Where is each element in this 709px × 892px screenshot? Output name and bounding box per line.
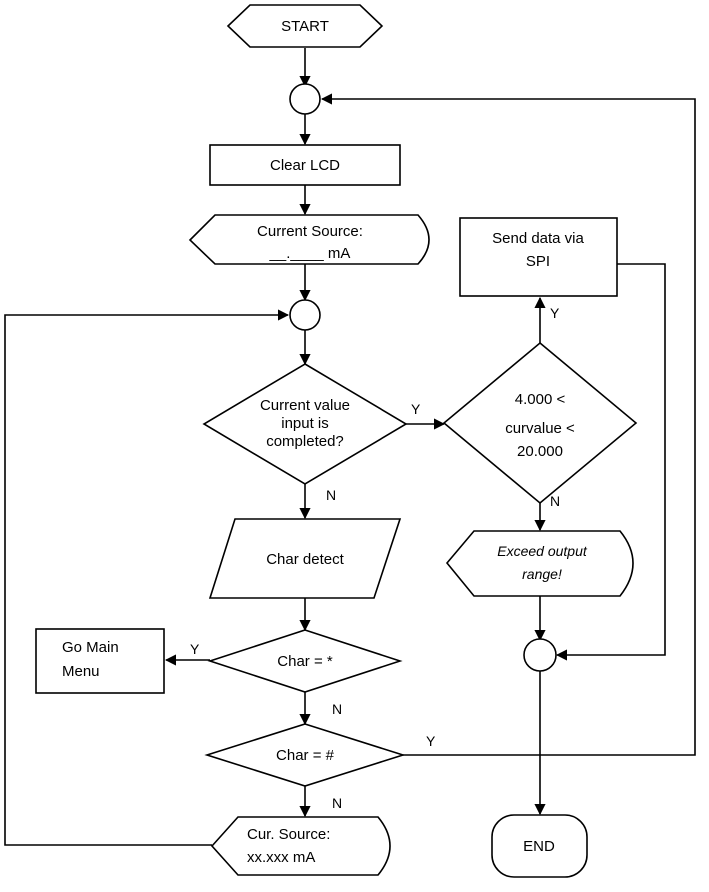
go-main-menu-line-1: Go Main xyxy=(62,639,119,656)
clear-lcd-label: Clear LCD xyxy=(270,157,340,174)
cur-source-line-1: Cur. Source: xyxy=(247,826,330,843)
char-detect-label: Char detect xyxy=(266,551,344,568)
char-hash-label: Char = # xyxy=(276,747,335,764)
input-completed-decision: Current value input is completed? xyxy=(202,363,408,485)
range-check-decision: 4.000 < curvalue < 20.000 xyxy=(442,341,638,505)
char-hash-decision: Char = # xyxy=(204,723,406,787)
char-star-decision: Char = * xyxy=(207,629,403,693)
start-label: START xyxy=(281,18,329,35)
star-yes-label: Y xyxy=(190,641,200,657)
exceed-range-display: Exceed output range! xyxy=(445,530,634,597)
start-terminal: START xyxy=(226,4,384,48)
range-check-line-2: curvalue < xyxy=(505,420,575,437)
char-star-label: Char = * xyxy=(277,653,333,670)
send-spi-line-1: Send data via xyxy=(492,230,584,247)
go-main-menu-line-2: Menu xyxy=(62,663,100,680)
completed-yes-label: Y xyxy=(411,401,421,417)
hash-yes-label: Y xyxy=(426,733,436,749)
current-source-display: Current Source: __.____ mA xyxy=(188,214,430,265)
range-yes-label: Y xyxy=(550,305,560,321)
send-spi-line-2: SPI xyxy=(526,253,550,270)
input-completed-line-2: input is xyxy=(281,415,329,432)
send-spi-process: Send data via SPI xyxy=(459,217,618,297)
loop-connector-top xyxy=(289,83,321,115)
edge-labels: Y N Y N Y N Y N xyxy=(190,305,560,811)
range-no-label: N xyxy=(550,493,560,509)
current-source-line-1: Current Source: xyxy=(257,223,363,240)
connector-lines xyxy=(4,48,696,846)
input-completed-line-3: completed? xyxy=(266,433,344,450)
star-no-label: N xyxy=(332,701,342,717)
cur-source-display: Cur. Source: xx.xxx mA xyxy=(210,816,391,876)
clear-lcd-process: Clear LCD xyxy=(209,144,401,186)
cur-source-line-2: xx.xxx mA xyxy=(247,849,315,866)
current-source-line-2: __.____ mA xyxy=(269,245,351,262)
loop-connector-inner xyxy=(289,299,321,331)
exceed-range-line-2: range! xyxy=(522,566,562,582)
range-check-line-3: 20.000 xyxy=(517,443,563,460)
end-label: END xyxy=(523,838,555,855)
hash-no-label: N xyxy=(332,795,342,811)
char-detect-io: Char detect xyxy=(208,518,402,599)
completed-no-label: N xyxy=(326,487,336,503)
merge-connector xyxy=(523,638,557,672)
end-terminal: END xyxy=(491,814,588,878)
exceed-range-line-1: Exceed output xyxy=(497,543,588,559)
range-check-line-1: 4.000 < xyxy=(515,391,566,408)
go-main-menu-process: Go Main Menu xyxy=(35,628,165,694)
input-completed-line-1: Current value xyxy=(260,397,350,414)
